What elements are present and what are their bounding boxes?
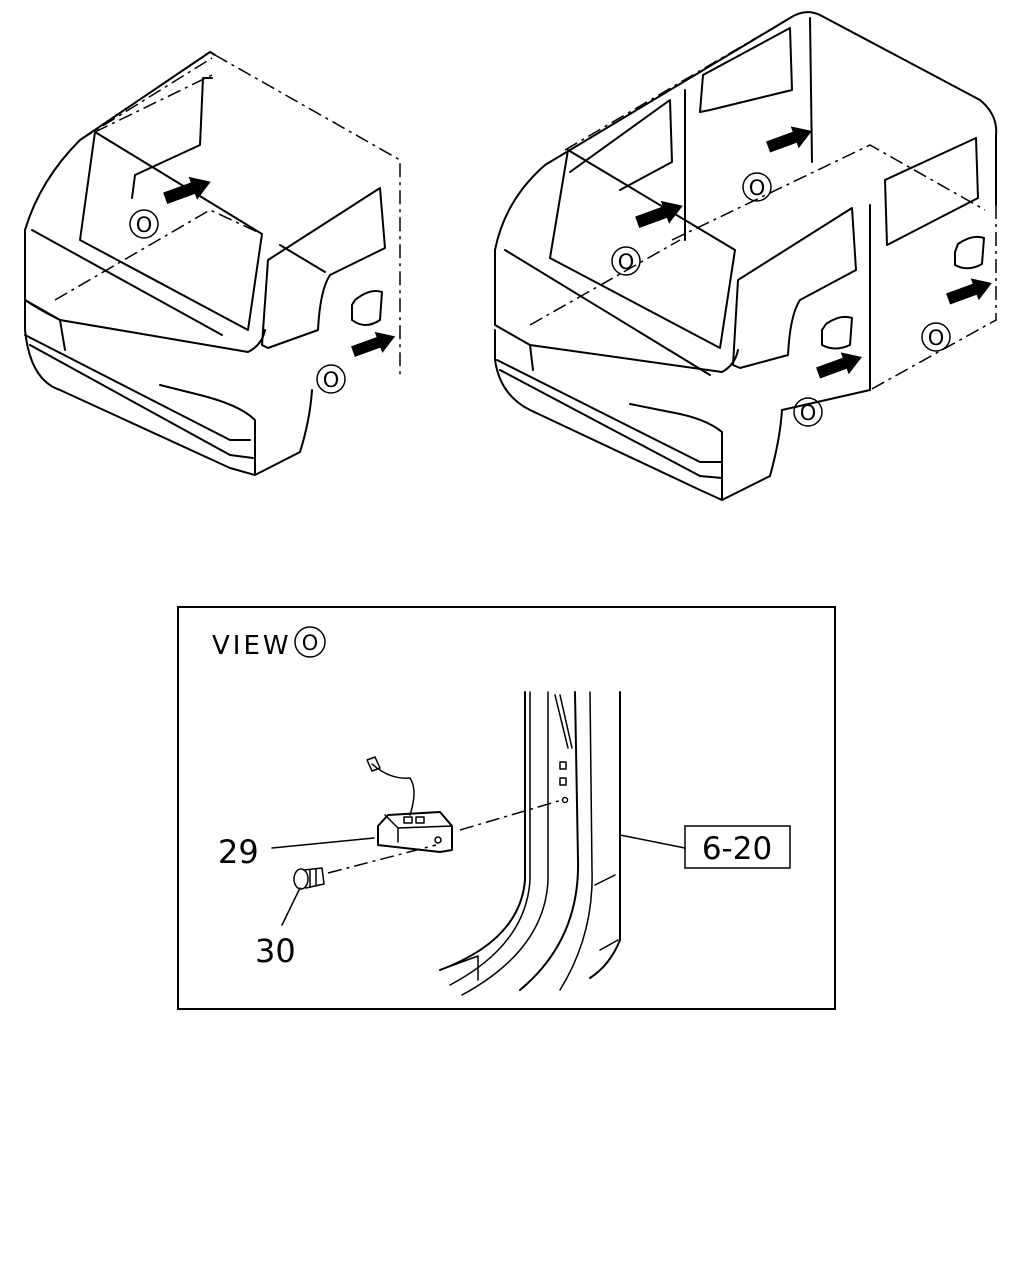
svg-text:O: O [136, 213, 153, 237]
door-pillar [439, 691, 621, 996]
view-title: VIEW O [212, 626, 326, 661]
reference-leader [619, 834, 686, 849]
reference-box: 6-20 [684, 825, 791, 869]
svg-text:6-20: 6-20 [702, 831, 772, 867]
svg-text:O: O [800, 401, 817, 425]
view-marker-crew-rear-door: O [921, 322, 951, 352]
view-marker-crew-roof: O [742, 172, 772, 202]
truck-cab-illustration [24, 51, 401, 476]
svg-text:O: O [323, 368, 340, 392]
svg-text:VIEW: VIEW [212, 631, 292, 661]
svg-text:O: O [749, 176, 766, 200]
detail-view-panel: VIEW O [177, 606, 836, 1010]
part-30-bolt [293, 867, 325, 890]
part-29-alignment-line [459, 799, 563, 831]
view-marker-cab-front: O [129, 209, 159, 239]
part-30-leader [281, 887, 301, 926]
svg-text:O: O [618, 250, 635, 274]
svg-text:O: O [928, 326, 945, 350]
part-30-alignment-line [327, 844, 437, 874]
view-marker-crew-front: O [611, 246, 641, 276]
crew-cab-illustration [494, 11, 998, 501]
part-number-30: 30 [255, 932, 296, 970]
view-marker-crew-front-door: O [793, 397, 823, 427]
part-29-leader [271, 837, 375, 849]
part-29-switch-bracket [366, 756, 453, 853]
view-marker-cab-side: O [316, 364, 346, 394]
part-number-29: 29 [218, 833, 259, 871]
svg-text:O: O [302, 631, 319, 655]
